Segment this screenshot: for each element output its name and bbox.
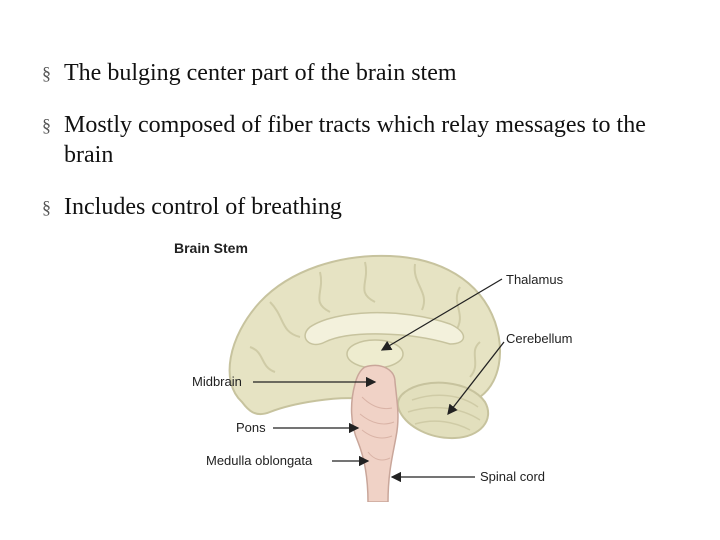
thalamus-pointer bbox=[380, 278, 503, 351]
bullet-text: The bulging center part of the brain ste… bbox=[64, 60, 457, 86]
spinal-cord-label: Spinal cord bbox=[480, 469, 546, 484]
brain-illustration bbox=[228, 254, 505, 502]
pons-label: Pons bbox=[236, 420, 266, 435]
brainstem-shape bbox=[350, 364, 399, 502]
cerebellum-pointer bbox=[447, 341, 505, 416]
bullet-text: Mostly composed of fiber tracts which re… bbox=[64, 112, 646, 168]
bullet-list: § The bulging center part of the brain s… bbox=[40, 58, 700, 244]
figure-title: Brain Stem bbox=[174, 240, 248, 256]
corpus-callosum-shape bbox=[304, 311, 465, 346]
thalamus-label: Thalamus bbox=[506, 272, 564, 287]
cerebrum-shape bbox=[228, 254, 501, 416]
cerebellum-shape bbox=[396, 381, 490, 440]
bullet-marker-icon: § bbox=[42, 63, 51, 83]
cerebellum-label: Cerebellum bbox=[506, 331, 573, 346]
bullet-text: Includes control of breathing bbox=[64, 194, 342, 220]
brainstem-fibers bbox=[359, 396, 395, 461]
brain-stem-figure: Brain Stem Thalamus Cerebellum Midbrain … bbox=[150, 232, 610, 502]
midbrain-label: Midbrain bbox=[192, 374, 242, 389]
bullet-marker-icon: § bbox=[42, 115, 51, 135]
bullet-item: § Mostly composed of fiber tracts which … bbox=[40, 110, 700, 170]
medulla-label: Medulla oblongata bbox=[206, 453, 313, 468]
thalamus-shape bbox=[346, 339, 404, 369]
cerebellum-folia bbox=[407, 394, 481, 431]
bullet-item: § The bulging center part of the brain s… bbox=[40, 58, 700, 88]
bullet-marker-icon: § bbox=[42, 197, 51, 217]
gyri-lines bbox=[249, 261, 481, 378]
bullet-item: § Includes control of breathing bbox=[40, 192, 700, 222]
